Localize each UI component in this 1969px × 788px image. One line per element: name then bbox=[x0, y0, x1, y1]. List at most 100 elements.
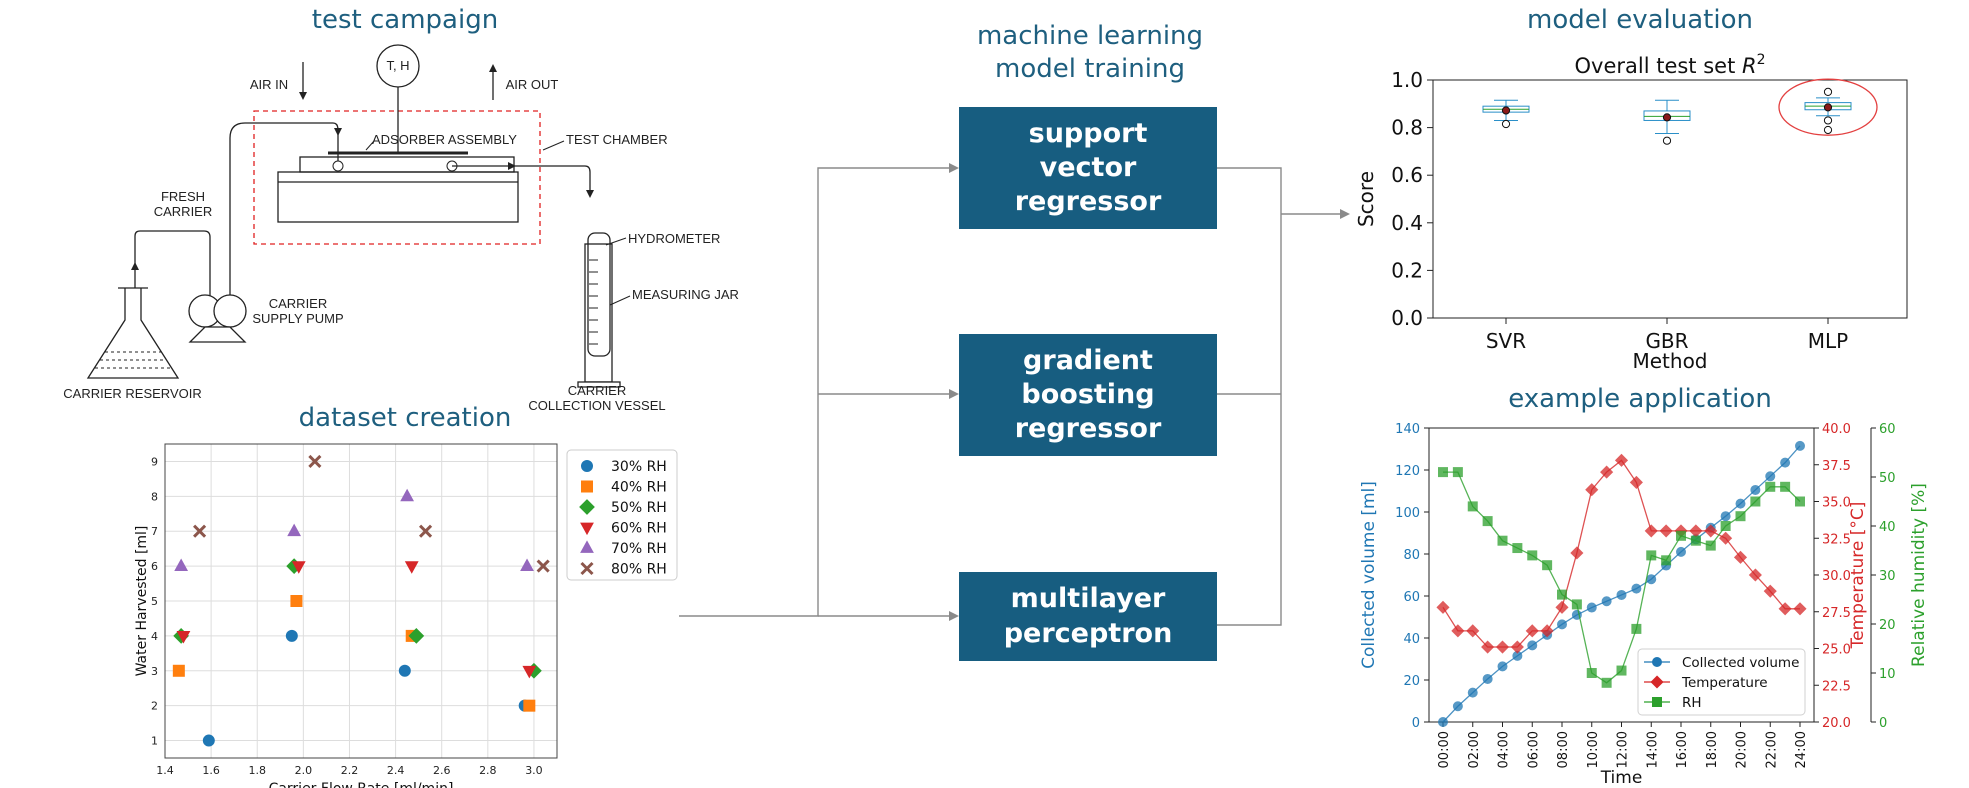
y-tick-label: 60 bbox=[1403, 590, 1420, 605]
series-point bbox=[1601, 596, 1612, 607]
data-point bbox=[285, 629, 298, 642]
y-tick-label: 0.0 bbox=[1391, 306, 1423, 330]
series-point bbox=[1750, 484, 1761, 495]
y2-tick-label: 40.0 bbox=[1822, 422, 1851, 437]
x-tick-label: 3.0 bbox=[525, 764, 543, 777]
series-point bbox=[1467, 501, 1478, 512]
title-test-campaign: test campaign bbox=[311, 5, 499, 35]
mean-marker bbox=[1823, 103, 1833, 112]
x-tick-label: MLP bbox=[1808, 329, 1848, 353]
series-point bbox=[1570, 546, 1584, 560]
title-ml-training: machine learning model training bbox=[976, 21, 1204, 84]
model-box-gbr: gradient boosting regressor bbox=[959, 334, 1217, 456]
x-tick-label: 24:00 bbox=[1794, 731, 1809, 768]
y3-axis-label: Relative humidity [%] bbox=[1909, 483, 1929, 667]
legend-marker bbox=[580, 540, 594, 553]
y3-tick-label: 40 bbox=[1879, 520, 1896, 535]
series-point bbox=[1750, 496, 1761, 507]
y-tick-label: 0.4 bbox=[1391, 211, 1423, 235]
y-tick-label: 1.0 bbox=[1391, 68, 1423, 92]
legend-marker bbox=[580, 561, 594, 576]
y-tick-label: 2 bbox=[151, 700, 158, 713]
chamber-base bbox=[277, 171, 519, 223]
series-point bbox=[1793, 602, 1807, 616]
title-example-application: example application bbox=[1508, 384, 1772, 414]
series-point bbox=[1482, 516, 1493, 527]
x-axis-label: Time bbox=[1600, 768, 1643, 788]
legend-box bbox=[1637, 648, 1806, 716]
y-tick-label: 4 bbox=[151, 630, 158, 643]
series-point bbox=[1585, 483, 1599, 497]
reservoir-flask-icon bbox=[86, 288, 180, 379]
series-point bbox=[1659, 524, 1673, 538]
series-point bbox=[1497, 661, 1508, 672]
y3-tick-label: 60 bbox=[1879, 422, 1896, 437]
x-tick-label: 2.4 bbox=[387, 764, 405, 777]
series-point bbox=[1795, 496, 1805, 507]
legend-label: 50% RH bbox=[611, 500, 667, 516]
series-point bbox=[1629, 475, 1643, 489]
series-point bbox=[1616, 589, 1627, 600]
y3-tick-label: 50 bbox=[1879, 471, 1896, 486]
x-tick-label: 20:00 bbox=[1735, 731, 1750, 768]
series-point bbox=[1451, 624, 1465, 638]
series-point bbox=[1438, 467, 1448, 478]
label-carrier-pump: CARRIER SUPPLY PUMP bbox=[252, 296, 344, 327]
x-tick-label: 18:00 bbox=[1705, 731, 1720, 768]
legend-marker bbox=[1652, 697, 1662, 707]
y2-tick-label: 35.0 bbox=[1822, 496, 1851, 511]
y-axis-label: Water Harvested [ml] bbox=[134, 526, 150, 677]
series-point bbox=[1527, 550, 1538, 561]
label-hydrometer: HYDROMETER bbox=[628, 231, 721, 246]
series-point bbox=[1644, 524, 1658, 538]
flier bbox=[1662, 136, 1672, 145]
series-point bbox=[1614, 453, 1629, 467]
x-tick-label: 1.4 bbox=[156, 764, 174, 777]
label-air-in: AIR IN bbox=[249, 77, 289, 92]
legend-marker bbox=[1652, 657, 1662, 667]
data-point bbox=[174, 558, 189, 572]
label-collection-vessel: CARRIER COLLECTION VESSEL bbox=[528, 383, 666, 414]
series-point bbox=[1661, 555, 1672, 566]
y2-tick-label: 22.5 bbox=[1822, 679, 1851, 694]
y3-tick-label: 30 bbox=[1879, 569, 1896, 584]
series-point bbox=[1540, 624, 1554, 638]
series-point bbox=[1452, 467, 1463, 478]
series-point bbox=[1631, 623, 1642, 634]
data-point bbox=[523, 699, 536, 712]
series-point bbox=[1436, 600, 1450, 614]
legend-label: 80% RH bbox=[611, 562, 667, 578]
y-tick-label: 20 bbox=[1403, 674, 1420, 689]
data-point bbox=[291, 561, 306, 574]
y-axis-label: Score bbox=[1354, 171, 1378, 227]
series-point bbox=[1557, 619, 1567, 630]
highlight-ellipse bbox=[1778, 78, 1878, 136]
data-point bbox=[202, 734, 215, 747]
label-fresh-carrier: FRESH CARRIER bbox=[153, 189, 213, 220]
legend-marker bbox=[579, 499, 595, 515]
x-tick-label: 02:00 bbox=[1467, 731, 1482, 768]
legend-label: 30% RH bbox=[611, 459, 667, 475]
x-tick-label: 22:00 bbox=[1764, 731, 1779, 768]
series-point bbox=[1481, 640, 1495, 654]
series-point bbox=[1719, 531, 1733, 545]
legend-label: 70% RH bbox=[611, 541, 667, 557]
series-point bbox=[1735, 498, 1746, 509]
series-point bbox=[1482, 673, 1493, 684]
legend-marker bbox=[1650, 675, 1664, 689]
series-point bbox=[1690, 535, 1701, 546]
data-point bbox=[522, 665, 537, 679]
x-tick-label: 1.8 bbox=[248, 764, 266, 777]
label-test-chamber: TEST CHAMBER bbox=[566, 132, 668, 147]
series-point bbox=[1780, 457, 1791, 468]
legend-marker bbox=[581, 460, 593, 472]
series-point bbox=[1720, 521, 1731, 531]
y-tick-label: 120 bbox=[1395, 464, 1420, 479]
y2-tick-label: 20.0 bbox=[1822, 716, 1851, 731]
label-carrier-reservoir: CARRIER RESERVOIR bbox=[63, 386, 202, 401]
x-tick-label: 2.8 bbox=[479, 764, 497, 777]
y-tick-label: 9 bbox=[151, 455, 158, 468]
title-model-evaluation: model evaluation bbox=[1527, 5, 1753, 35]
